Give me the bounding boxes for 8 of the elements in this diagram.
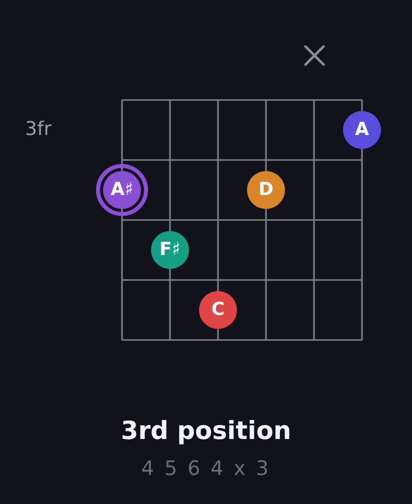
fingering-caption: 4 5 6 4 x 3 xyxy=(141,456,271,480)
note-marker: C xyxy=(199,291,237,329)
note-marker: A xyxy=(343,111,381,149)
fret-number-label: 3fr xyxy=(25,118,52,140)
root-note-marker: A♯ xyxy=(96,164,148,216)
note-marker: D xyxy=(247,171,285,209)
chord-title: 3rd position xyxy=(120,415,292,447)
note-marker: F♯ xyxy=(151,231,189,269)
